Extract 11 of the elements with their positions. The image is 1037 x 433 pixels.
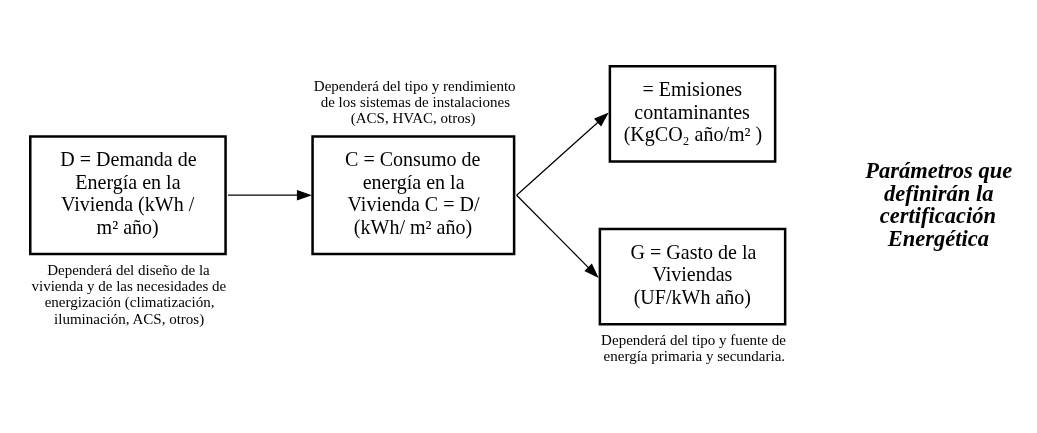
node-label: Dependerá del tipo y rendimiento de los sistemas de instalaciones (ACS, HVAC, otros): [313, 77, 516, 127]
label: Parámetros que definirán la certificación Energética: [865, 158, 1013, 251]
node-label: Dependerá del diseño de la vivienda y de las necesidades de energización (climatización, iluminación, ACS, otros): [31, 261, 227, 327]
arrow: [227, 189, 312, 201]
arrow: [516, 194, 599, 278]
arrow: [516, 112, 609, 196]
node-box: = Emisiones contaminantes (KgCO₂ año/m² ): [608, 65, 777, 163]
node-box: D = Demanda de Energía en la Vivienda (kWh / m² año): [29, 135, 227, 256]
node-label: Dependerá del tipo y fuente de energía primaria y secundaria.: [601, 331, 786, 365]
node-box: C = Consumo de energía en la Vivienda C = D/ (kWh/ m² año): [311, 135, 516, 256]
node-box: G = Gasto de la Viviendas (UF/kWh año): [598, 227, 787, 326]
